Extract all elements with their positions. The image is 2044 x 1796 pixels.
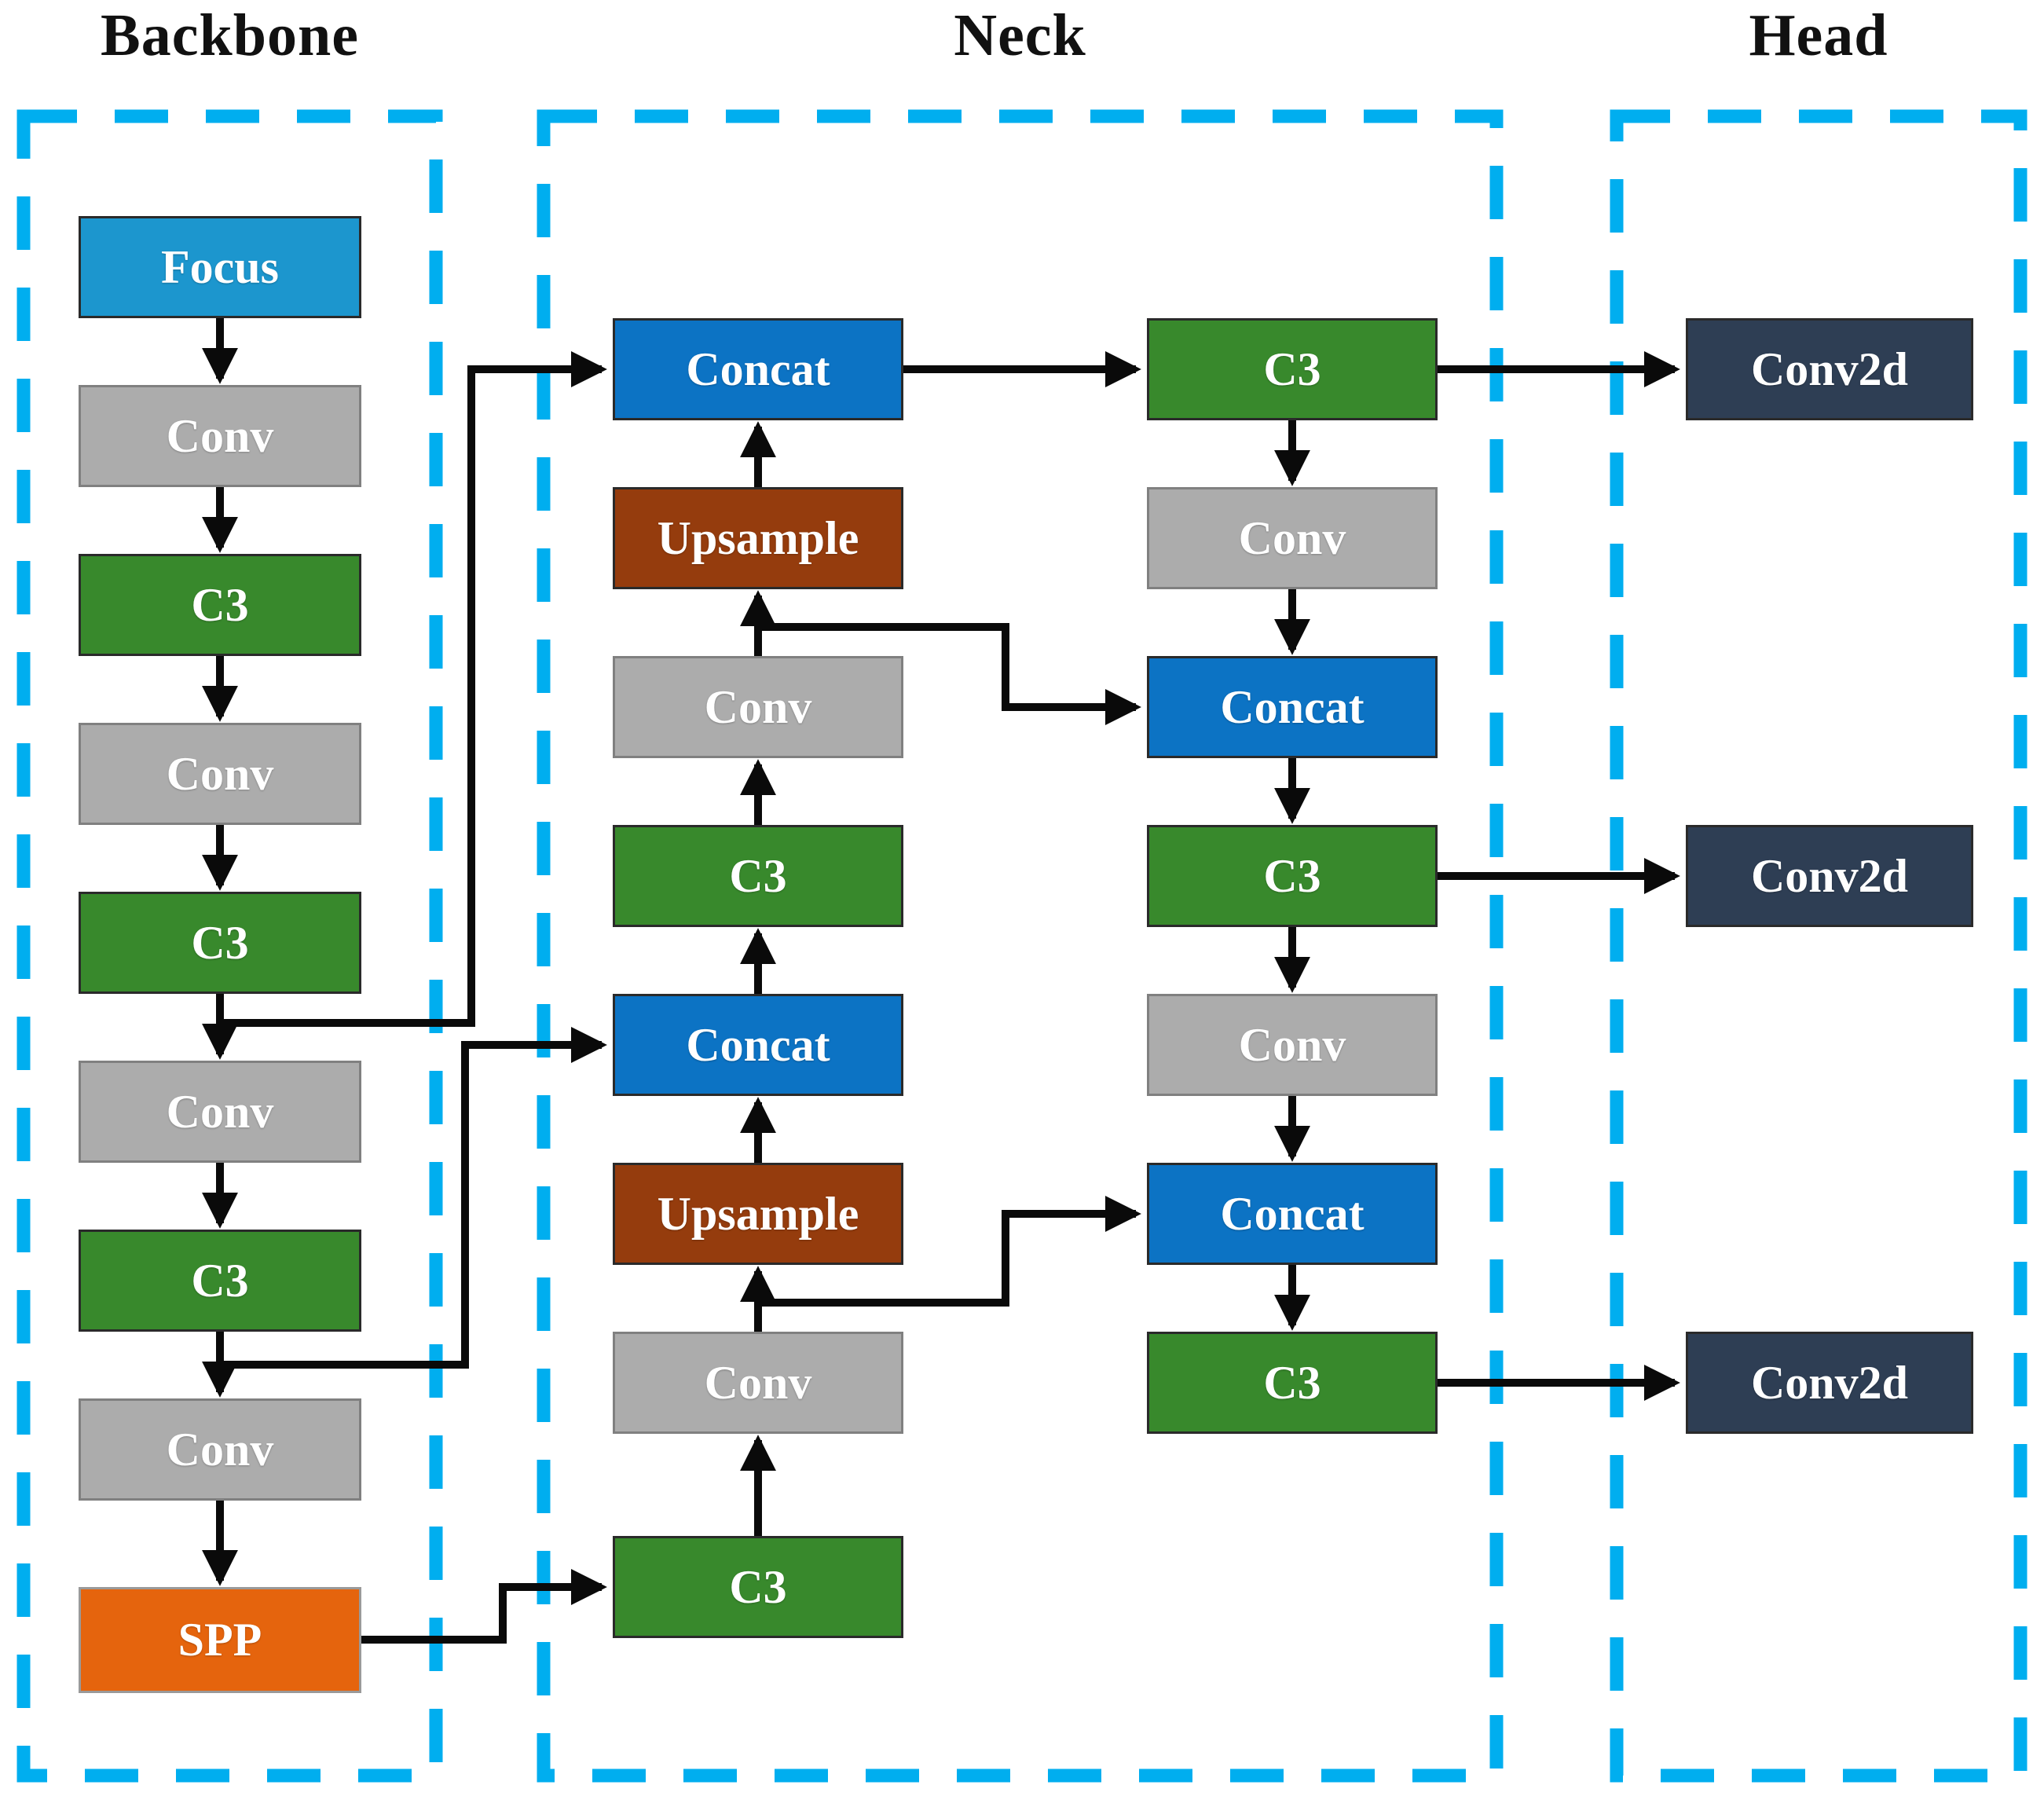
arrow-spp-c3 (361, 1569, 607, 1644)
head-node-conv2d-2: Conv2d (1686, 825, 1973, 927)
neck-right-node-concat-1: Concat (1147, 656, 1438, 758)
neck-right-node-conv-1: Conv (1147, 487, 1438, 589)
neck-right-node-c3-1: C3 (1147, 318, 1438, 420)
backbone-node-conv-2: Conv (79, 723, 361, 825)
neck-right-node-concat-2: Concat (1147, 1163, 1438, 1265)
neck-left-node-conv-1: Conv (613, 656, 903, 758)
head-node-conv2d-3: Conv2d (1686, 1332, 1973, 1434)
backbone-node-focus: Focus (79, 216, 361, 318)
neck-left-node-c3-2: C3 (613, 1536, 903, 1638)
backbone-node-spp: SPP (79, 1587, 361, 1693)
backbone-node-c3-3: C3 (79, 1230, 361, 1332)
skip-conv-concat-top (758, 623, 1141, 725)
backbone-node-conv-1: Conv (79, 385, 361, 487)
flow-arrows (202, 318, 1680, 1644)
section-frames (16, 109, 2028, 1783)
backbone-node-c3-2: C3 (79, 892, 361, 994)
neck-frame (537, 109, 1504, 1783)
neck-left-node-concat-1: Concat (613, 318, 903, 420)
backbone-section-title: Backbone (101, 2, 359, 68)
skip-conv-concat-bottom (758, 1196, 1141, 1307)
branch-c3p4-concat (220, 1027, 607, 1369)
neck-left-node-c3-1: C3 (613, 825, 903, 927)
neck-left-node-upsample-1: Upsample (613, 487, 903, 589)
head-node-conv2d-1: Conv2d (1686, 318, 1973, 420)
neck-left-node-concat-2: Concat (613, 994, 903, 1096)
neck-right-node-conv-2: Conv (1147, 994, 1438, 1096)
head-frame (1610, 109, 2028, 1783)
backbone-node-conv-4: Conv (79, 1398, 361, 1501)
backbone-frame (16, 109, 443, 1783)
neck-right-node-c3-2: C3 (1147, 825, 1438, 927)
branch-c3p3-concat (220, 351, 607, 1027)
backbone-node-conv-3: Conv (79, 1061, 361, 1163)
neck-left-node-conv-2: Conv (613, 1332, 903, 1434)
neck-section-title: Neck (954, 2, 1086, 68)
neck-right-node-c3-3: C3 (1147, 1332, 1438, 1434)
head-section-title: Head (1749, 2, 1888, 68)
neck-left-node-upsample-2: Upsample (613, 1163, 903, 1265)
backbone-node-c3-1: C3 (79, 554, 361, 656)
